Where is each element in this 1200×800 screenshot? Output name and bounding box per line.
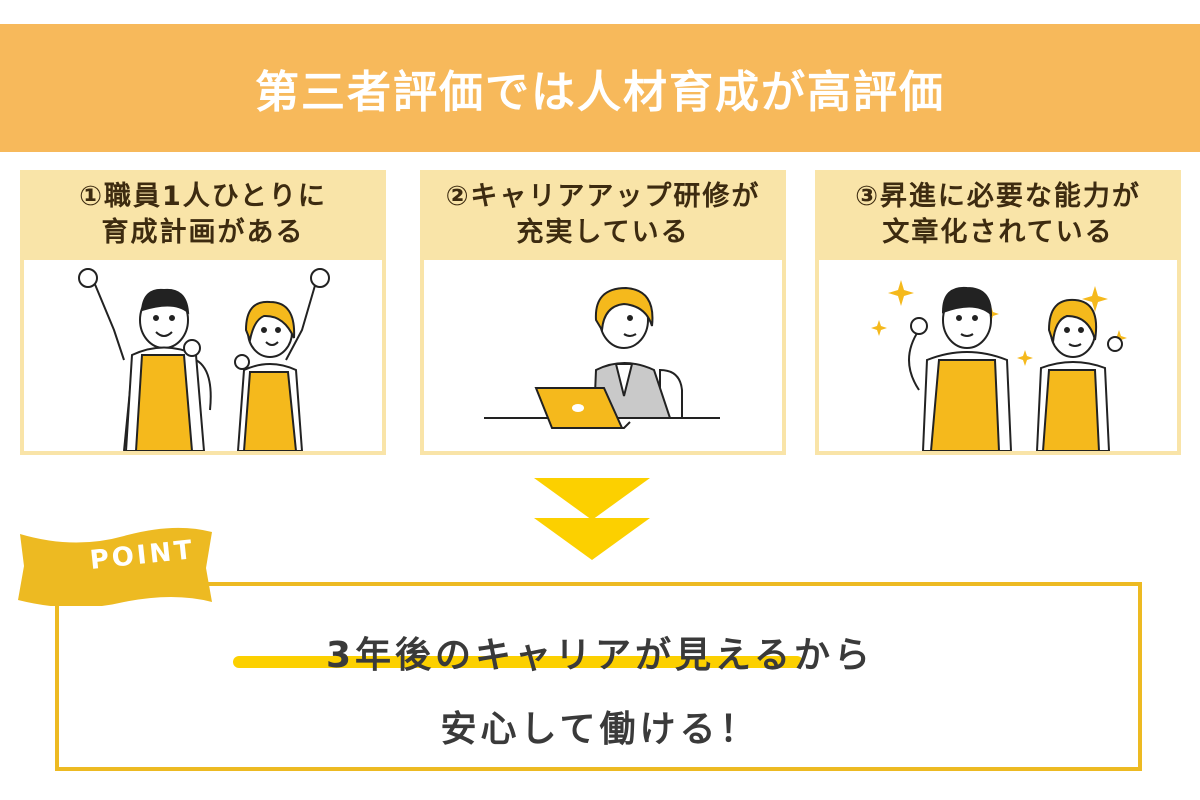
card-2-line-1: ②キャリアアップ研修が (445, 181, 761, 212)
point-ribbon-icon (18, 527, 212, 606)
card-3-heading: ③昇進に必要な能力が 文章化されている (815, 170, 1181, 260)
point-line-2: 安心して働ける！ (440, 709, 760, 750)
card-1-illustration (24, 260, 382, 451)
two-staff-cheering-icon (78, 268, 330, 451)
card-3-line-1: ③昇進に必要な能力が (855, 181, 1141, 212)
card-1-heading: ①職員1人ひとりに 育成計画がある (20, 170, 386, 260)
card-1-line-1: ①職員1人ひとりに (79, 181, 327, 212)
title-band: 第三者評価では人材育成が高評価 (0, 24, 1200, 152)
point-box (55, 582, 1142, 771)
woman-at-laptop-icon (484, 286, 720, 429)
card-3-line-2: 文章化されている (882, 217, 1114, 248)
card-1-line-2: 育成計画がある (101, 217, 305, 248)
card-2-illustration (424, 260, 782, 451)
card-3-illustration (819, 260, 1177, 451)
card-1: ①職員1人ひとりに 育成計画がある (20, 170, 386, 455)
chevron-down-icon (534, 478, 650, 520)
two-staff-sparkles-icon (871, 280, 1127, 451)
card-2-heading: ②キャリアアップ研修が 充実している (420, 170, 786, 260)
highlight-underline (233, 656, 803, 668)
chevron-down-icon (534, 518, 650, 560)
point-line-1: 3年後のキャリアが見えるから (326, 635, 874, 676)
card-2-line-2: 充実している (516, 217, 690, 248)
card-3: ③昇進に必要な能力が 文章化されている (815, 170, 1181, 455)
card-2: ②キャリアアップ研修が 充実している (420, 170, 786, 455)
page-title: 第三者評価では人材育成が高評価 (255, 67, 945, 118)
